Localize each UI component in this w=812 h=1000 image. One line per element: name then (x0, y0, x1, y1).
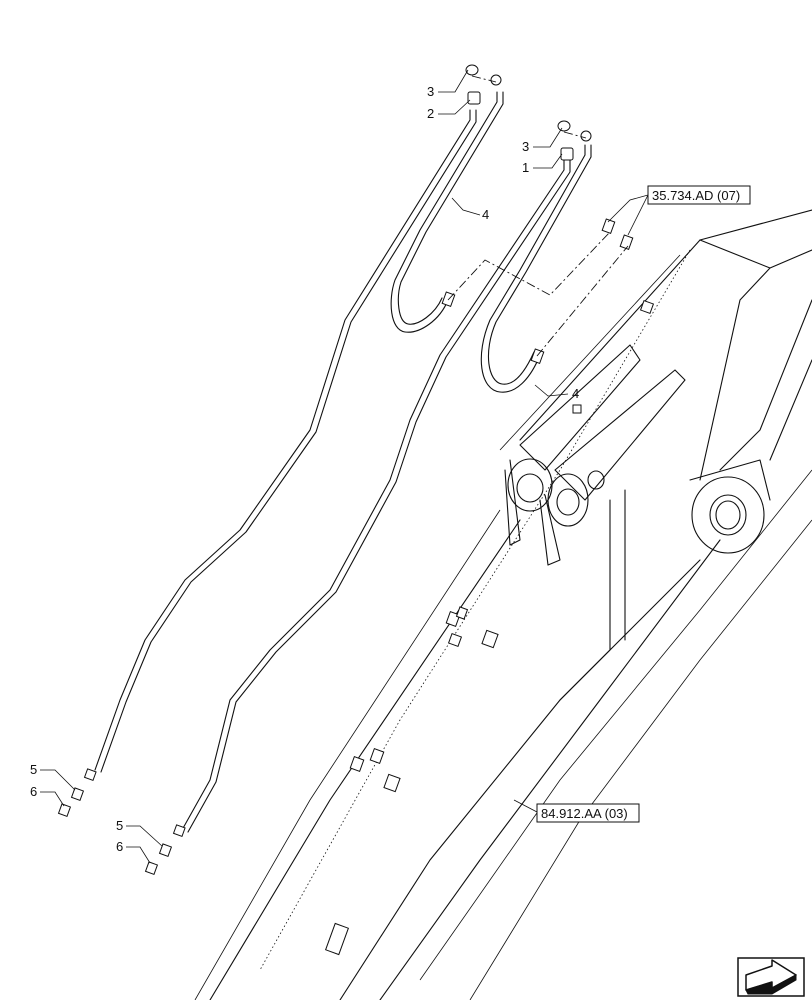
callout-6-right: 6 (116, 839, 123, 854)
callout-leaders (40, 69, 649, 864)
reference-top-link[interactable]: 35.734.AD (07) (647, 185, 751, 205)
callout-numbers: 3 2 3 1 4 4 5 6 5 6 (30, 84, 579, 854)
callout-5-right: 5 (116, 818, 123, 833)
callout-4-left: 4 (482, 207, 489, 222)
callout-6-left: 6 (30, 784, 37, 799)
callout-4-right: 4 (572, 386, 579, 401)
boom-structure (194, 209, 812, 1000)
callout-5-left: 5 (30, 762, 37, 777)
callout-3-top: 3 (427, 84, 434, 99)
hydraulic-lines (57, 64, 634, 876)
reference-bottom-link[interactable]: 84.912.AA (03) (536, 803, 640, 823)
callout-1: 1 (522, 160, 529, 175)
callout-3-right: 3 (522, 139, 529, 154)
callout-2: 2 (427, 106, 434, 121)
reference-bottom-label[interactable]: 84.912.AA (03) (541, 806, 628, 821)
next-page-arrow-icon[interactable] (737, 957, 805, 997)
reference-top-label[interactable]: 35.734.AD (07) (652, 188, 740, 203)
